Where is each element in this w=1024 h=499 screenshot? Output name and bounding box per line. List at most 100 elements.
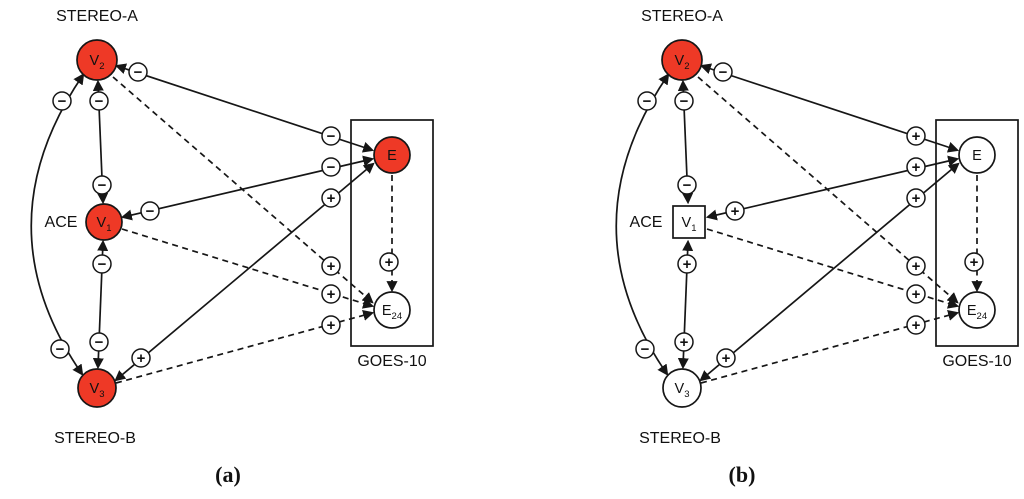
node-label-E: E	[387, 148, 397, 164]
sign-symbol: +	[731, 203, 740, 220]
sign-V2E-near-V2: −	[713, 62, 733, 82]
sign-symbol: +	[912, 159, 921, 176]
node-E	[958, 136, 996, 174]
sign-symbol: −	[95, 93, 104, 110]
label-goes: GOES-10	[942, 353, 1011, 370]
sign-V2E24-near-E24: +	[906, 256, 926, 276]
sign-circle	[674, 91, 694, 111]
sign-V3E-near-E: +	[321, 188, 341, 208]
node-E24	[958, 291, 996, 329]
sign-symbol: +	[327, 317, 336, 334]
sign-circle	[321, 157, 341, 177]
sign-V1E24-near-E24: +	[321, 284, 341, 304]
sign-circle	[321, 315, 341, 335]
label-stereo-a: STEREO-A	[56, 8, 138, 25]
sign-symbol: +	[912, 258, 921, 275]
node-label-V3: V3	[90, 381, 105, 400]
node-label-E: E	[972, 148, 982, 164]
sign-symbol: −	[327, 128, 336, 145]
panel-b: V2V1V3EE24−−−++−−+++++++++STEREO-AACESTE…	[615, 8, 1019, 447]
sign-symbol: +	[912, 286, 921, 303]
label-ace: ACE	[630, 214, 663, 231]
node-V3	[77, 368, 117, 408]
sign-symbol: +	[385, 254, 394, 271]
label-stereo-b: STEREO-B	[639, 430, 721, 447]
sign-V2E-near-E: −	[321, 126, 341, 146]
sign-circle	[89, 332, 109, 352]
sign-V1E-near-E: −	[321, 157, 341, 177]
sign-V1E24-near-E24: +	[906, 284, 926, 304]
sign-symbol: −	[680, 93, 689, 110]
sign-circle	[92, 254, 112, 274]
node-label-E24: E24	[967, 303, 987, 322]
sign-symbol: −	[95, 334, 104, 351]
sign-V2E24-near-E24: +	[321, 256, 341, 276]
sign-symbol: +	[912, 190, 921, 207]
node-V2	[661, 39, 703, 81]
label-goes: GOES-10	[357, 353, 426, 370]
sign-circle	[321, 188, 341, 208]
node-V1	[85, 203, 123, 241]
sign-V1E-near-E: +	[906, 157, 926, 177]
sign-V1E-near-V1: +	[725, 201, 745, 221]
sign-symbol: +	[137, 350, 146, 367]
sign-circle	[637, 91, 657, 111]
sign-symbol: +	[327, 190, 336, 207]
sign-symbol: +	[970, 254, 979, 271]
sign-symbol: −	[327, 159, 336, 176]
sign-circle	[906, 188, 926, 208]
sign-circle	[92, 175, 112, 195]
node-label-V3: V3	[675, 381, 690, 400]
sign-circle	[674, 332, 694, 352]
sign-circle	[677, 175, 697, 195]
node-label-V2: V2	[90, 53, 105, 72]
node-V3	[662, 368, 702, 408]
sign-V2E-near-V2: −	[128, 62, 148, 82]
sign-arc-near-V2: −	[637, 91, 657, 111]
sign-symbol: −	[683, 177, 692, 194]
sign-circle	[906, 126, 926, 146]
sign-symbol: −	[56, 341, 65, 358]
caption-a: (a)	[215, 462, 241, 487]
sign-symbol: +	[327, 258, 336, 275]
sign-symbol: +	[912, 317, 921, 334]
node-label-V2: V2	[675, 53, 690, 72]
sign-symbol: +	[680, 334, 689, 351]
edge-V1-E24	[121, 228, 375, 309]
sign-circle	[131, 348, 151, 368]
node-V2	[76, 39, 118, 81]
sign-symbol: −	[134, 64, 143, 81]
node-label-E24: E24	[382, 303, 402, 322]
sign-arc-near-V2: −	[52, 91, 72, 111]
sign-V1V3-near-V3: −	[89, 332, 109, 352]
sign-V1V3-near-V1: +	[677, 254, 697, 274]
sign-V3E-near-E: +	[906, 188, 926, 208]
sign-circle	[50, 339, 70, 359]
sign-EE24: +	[379, 252, 399, 272]
sign-circle	[89, 91, 109, 111]
sign-symbol: −	[719, 64, 728, 81]
sign-symbol: −	[641, 341, 650, 358]
sign-circle	[321, 284, 341, 304]
edge-arc-V2-V3	[30, 73, 85, 376]
sign-symbol: +	[683, 256, 692, 273]
sign-V3E24-near-E24: +	[321, 315, 341, 335]
sign-circle	[321, 126, 341, 146]
sign-V3E-near-V3: +	[131, 348, 151, 368]
sign-symbol: +	[912, 128, 921, 145]
label-ace: ACE	[45, 214, 78, 231]
sign-V3E-near-V3: +	[716, 348, 736, 368]
sign-circle	[713, 62, 733, 82]
sign-symbol: −	[98, 177, 107, 194]
sign-V2V1-near-V2: −	[674, 91, 694, 111]
sign-V1V3-near-V1: −	[92, 254, 112, 274]
sign-circle	[635, 339, 655, 359]
panel-a: V2V1V3EE24−−−−−−−−+−−+++++STEREO-AACESTE…	[30, 8, 434, 447]
node-E	[373, 136, 411, 174]
sign-circle	[964, 252, 984, 272]
sign-V1E-near-V1: −	[140, 201, 160, 221]
sign-circle	[906, 256, 926, 276]
node-E24	[373, 291, 411, 329]
sign-circle	[140, 201, 160, 221]
